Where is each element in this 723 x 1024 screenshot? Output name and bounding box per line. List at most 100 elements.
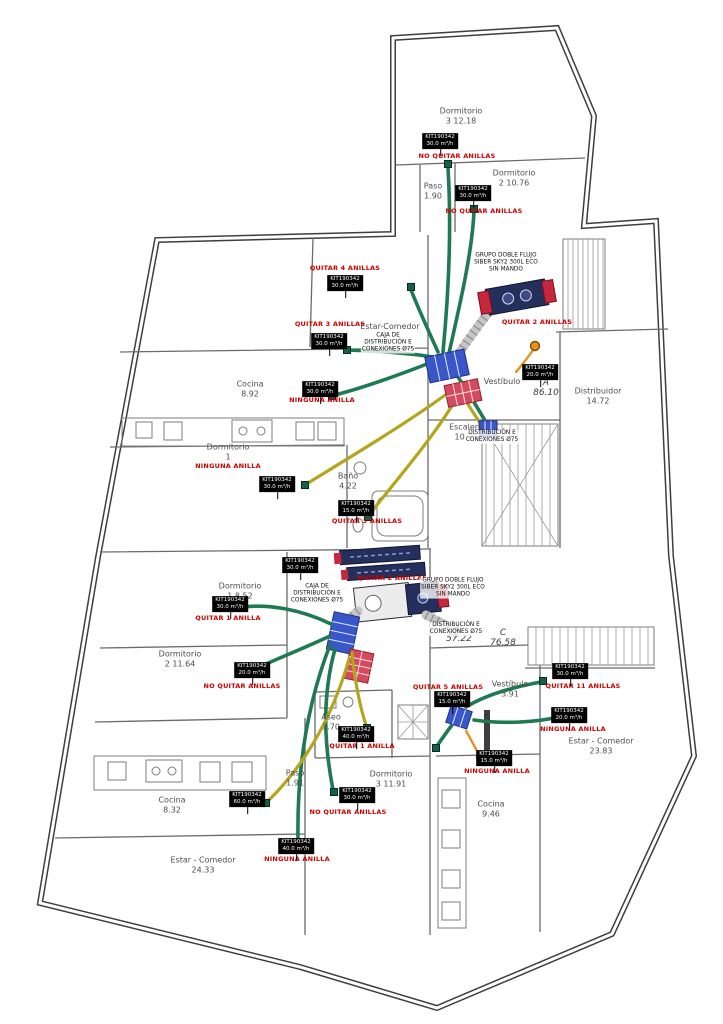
kit-flow: 20.0 m³/h <box>526 372 554 378</box>
kit-flow: 40.0 m³/h <box>342 734 370 740</box>
ring-removal-note: NINGUNA ANILLA <box>289 396 355 404</box>
kit-model: KIT190342 <box>314 334 344 341</box>
shaft-hatch <box>562 238 606 330</box>
note-text: QUITAR 2 ANILLAS <box>356 574 428 582</box>
room-name: Escalera <box>449 422 483 432</box>
room-area: 2 10.76 <box>498 178 530 187</box>
room-name: Cocina <box>477 799 505 809</box>
note-text: QUITAR 1 ANILLA <box>195 614 261 622</box>
kit-flow: 15.0 m³/h <box>480 758 508 764</box>
zone-area: 57.22 <box>446 634 472 644</box>
kit-model: KIT190342 <box>215 597 245 604</box>
kit-flow: 30.0 m³/h <box>263 484 291 490</box>
kitchen-counter-lower-left <box>93 755 267 791</box>
ring-removal-note: QUITAR 11 ANILLAS <box>545 682 620 690</box>
note-text: NO QUITAR ANILLAS <box>309 808 387 816</box>
room-name: Dormitorio <box>206 442 250 452</box>
silencer-bars-lower <box>333 544 426 582</box>
kit-model: KIT190342 <box>458 186 488 193</box>
distribution-box-red-upper <box>443 378 483 408</box>
kit-model: KIT190342 <box>305 382 335 389</box>
note-text: NINGUNA ANILLA <box>289 396 355 404</box>
room-area: 4.22 <box>339 481 357 490</box>
kit-flow: 30.0 m³/h <box>315 341 343 347</box>
kit-flow: 15.0 m³/h <box>342 508 370 514</box>
room-name: Distribuidor <box>574 386 622 396</box>
kit-model: KIT190342 <box>479 751 509 758</box>
equipment-label-line: CAJA DE <box>305 583 329 590</box>
kit-flow: 40.0 m³/h <box>282 846 310 852</box>
ring-removal-note: QUITAR 5 ANILLAS <box>413 683 483 691</box>
room-area: 3 11.91 <box>375 779 407 788</box>
equipment-label-line: GRUPO DOBLE FLUJO <box>475 252 537 259</box>
ring-removal-note: QUITAR 1 ANILLA <box>329 742 394 750</box>
room-area: 1.90 <box>424 191 442 200</box>
ring-removal-note: NO QUITAR ANILLAS <box>446 207 523 215</box>
kit-flow: 60.0 m³/h <box>233 799 261 805</box>
room-name: Cocina <box>236 379 264 389</box>
ring-removal-note: QUITAR 2 ANILLAS <box>502 318 572 326</box>
kit-model: KIT190342 <box>554 708 584 715</box>
ring-removal-note: QUITAR 2 ANILLAS <box>357 574 427 582</box>
kit-flow: 30.0 m³/h <box>286 565 314 571</box>
room-label: Vestíbulo <box>484 377 521 387</box>
room-label: Estar-Comedor <box>360 322 419 332</box>
ring-removal-note: NINGUNA ANILLA <box>195 462 261 470</box>
kit-flow: 30.0 m³/h <box>556 671 584 677</box>
equipment-label-line: CONEXIONES Ø75 <box>361 346 415 353</box>
ring-removal-note: NINGUNA ANILLA <box>264 855 330 863</box>
kitchen-counter-lower-right <box>437 777 467 929</box>
ring-removal-note: NO QUITAR ANILLAS <box>204 682 281 690</box>
equipment-label-line: SIBER SKY2 300L ECO <box>474 259 538 266</box>
room-area: 1.91 <box>286 778 304 787</box>
kit-model: KIT190342 <box>237 663 267 670</box>
equipment-label-line: CAJA DE <box>376 332 400 339</box>
room-area: 3.91 <box>501 689 519 698</box>
room-name: Dormitorio <box>218 581 262 591</box>
kit-flow: 30.0 m³/h <box>459 193 487 199</box>
zone-letter: B <box>455 624 463 635</box>
ring-removal-note: NINGUNA ANILLA <box>540 725 606 733</box>
note-text: NINGUNA ANILLA <box>464 767 530 775</box>
kit-flow: 15.0 m³/h <box>438 699 466 705</box>
room-name: Cocina <box>158 795 186 805</box>
room-name: Dormitorio <box>439 106 483 116</box>
kit-model: KIT190342 <box>437 692 467 699</box>
room-name: Paso <box>423 181 443 191</box>
room-name: Dormitorio <box>492 168 536 178</box>
room-name: Aseo <box>321 712 341 722</box>
note-text: QUITAR 11 ANILLAS <box>545 682 621 690</box>
ring-removal-note: QUITAR 4 ANILLAS <box>310 264 380 272</box>
room-name: Dormitorio <box>158 649 202 659</box>
room-area: 14.72 <box>586 396 610 405</box>
zone-letter: A <box>542 378 550 389</box>
staircase-lower <box>527 626 655 666</box>
kit-model: KIT190342 <box>281 839 311 846</box>
equipment-label-line: SIN MANDO <box>436 591 470 598</box>
room-name: Vestíbulo <box>491 679 529 689</box>
